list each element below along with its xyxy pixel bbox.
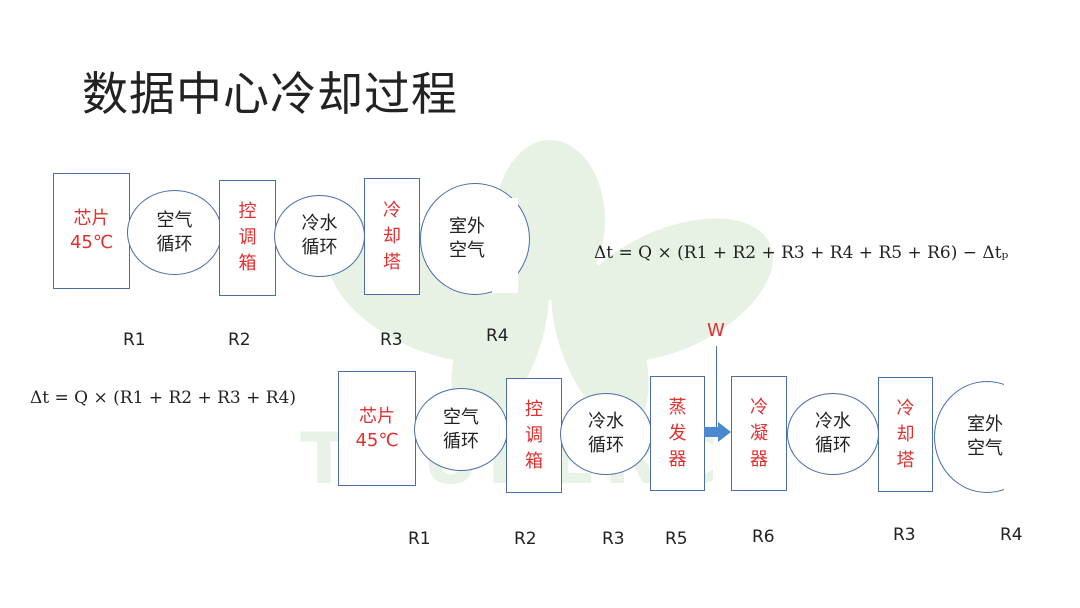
- outdoor-clip-1: [492, 198, 518, 293]
- r-label: R2: [228, 330, 251, 350]
- r-label: R1: [408, 529, 431, 549]
- chip-box-2: 芯片 45℃: [338, 371, 416, 486]
- r-label: R3: [893, 525, 916, 545]
- formula-basic: Δt = Q × (R1 + R2 + R3 + R4): [30, 388, 297, 408]
- w-label: W: [707, 320, 725, 341]
- evaporator-box: 蒸 发 器: [650, 376, 705, 491]
- control-box-2: 控 调 箱: [506, 378, 562, 493]
- arrow-right-icon: [704, 422, 731, 442]
- outdoor-clip-2: [1004, 370, 1080, 510]
- air-circulation-1: 空气 循环: [127, 190, 222, 275]
- water-circulation-3: 冷水 循环: [787, 393, 879, 475]
- condenser-box: 冷 凝 器: [731, 376, 787, 491]
- water-circulation-2: 冷水 循环: [560, 393, 652, 475]
- r-label: R4: [486, 326, 509, 346]
- r-label: R2: [514, 529, 537, 549]
- formula-extended: Δt = Q × (R1 + R2 + R3 + R4 + R5 + R6) −…: [594, 243, 1009, 263]
- page-title: 数据中心冷却过程: [82, 67, 458, 121]
- water-circulation-1: 冷水 循环: [274, 195, 365, 277]
- r-label: R1: [123, 330, 146, 350]
- r-label: R5: [665, 529, 688, 549]
- r-label: R4: [1000, 525, 1023, 545]
- air-circulation-2: 空气 循环: [414, 388, 508, 471]
- cooling-tower-2: 冷 却 塔: [878, 377, 933, 492]
- control-box-1: 控 调 箱: [219, 180, 276, 296]
- r-label: R3: [380, 330, 403, 350]
- cooling-tower-1: 冷 却 塔: [364, 178, 420, 295]
- w-line: [716, 346, 717, 431]
- chip-box-1: 芯片 45℃: [53, 173, 130, 289]
- r-label: R3: [602, 529, 625, 549]
- r-label: R6: [752, 527, 775, 547]
